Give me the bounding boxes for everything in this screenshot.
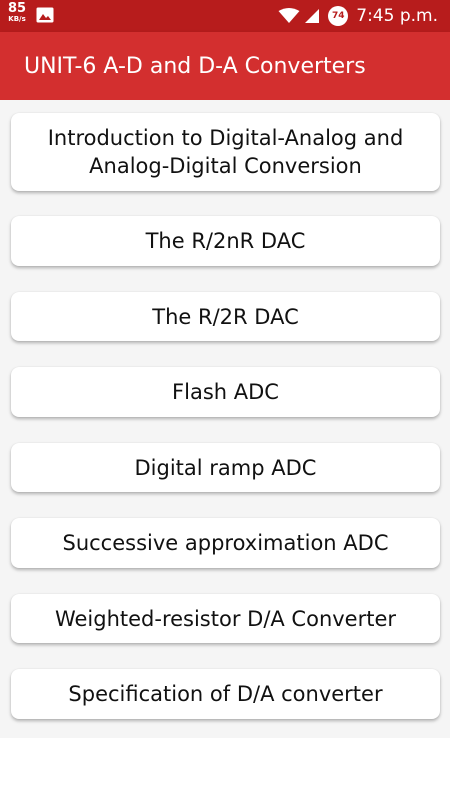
app-bar: UNIT-6 A-D and D-A Converters bbox=[0, 32, 450, 100]
topic-label: The R/2nR DAC bbox=[145, 229, 306, 253]
topic-card-r-2nr-dac[interactable]: The R/2nR DAC bbox=[11, 216, 440, 266]
network-speed-unit: KB/s bbox=[8, 15, 26, 23]
topic-card-flash-adc[interactable]: Flash ADC bbox=[11, 367, 440, 417]
topic-label: Digital ramp ADC bbox=[134, 455, 317, 480]
wifi-icon bbox=[278, 8, 300, 23]
battery-level-text: 74 bbox=[331, 11, 345, 21]
topic-card-successive-approximation-adc[interactable]: Successive approximation ADC bbox=[11, 518, 440, 568]
topic-label: The R/2R DAC bbox=[152, 304, 299, 329]
app-title: UNIT-6 A-D and D-A Converters bbox=[24, 53, 366, 79]
status-bar: 85 KB/s 74 7:45 p.m. bbox=[0, 0, 450, 32]
cellular-signal-icon bbox=[305, 9, 320, 23]
status-bar-left: 85 KB/s bbox=[8, 2, 54, 23]
topic-label: Successive approximation ADC bbox=[62, 531, 389, 555]
topic-label: Weighted-resistor D/A Converter bbox=[54, 606, 397, 631]
topic-label: Specification of D/A converter bbox=[68, 682, 383, 706]
topic-card-dac-specification[interactable]: Specification of D/A converter bbox=[11, 669, 440, 719]
image-notification-icon bbox=[36, 7, 54, 23]
clock: 7:45 p.m. bbox=[356, 6, 438, 26]
topic-label: Introduction to Digital-Analog and Analo… bbox=[47, 126, 404, 178]
topic-card-weighted-resistor-dac[interactable]: Weighted-resistor D/A Converter bbox=[11, 594, 440, 643]
topic-card-r-2r-dac[interactable]: The R/2R DAC bbox=[11, 292, 440, 341]
battery-saver-icon: 74 bbox=[328, 6, 349, 26]
status-bar-right: 74 7:45 p.m. bbox=[278, 0, 438, 32]
topic-label: Flash ADC bbox=[172, 380, 279, 404]
topic-card-introduction[interactable]: Introduction to Digital-Analog and Analo… bbox=[11, 113, 440, 191]
topic-card-digital-ramp-adc[interactable]: Digital ramp ADC bbox=[11, 443, 440, 492]
network-speed-indicator: 85 KB/s bbox=[8, 2, 26, 23]
network-speed-value: 85 bbox=[8, 1, 27, 16]
topic-list: Introduction to Digital-Analog and Analo… bbox=[0, 100, 450, 738]
